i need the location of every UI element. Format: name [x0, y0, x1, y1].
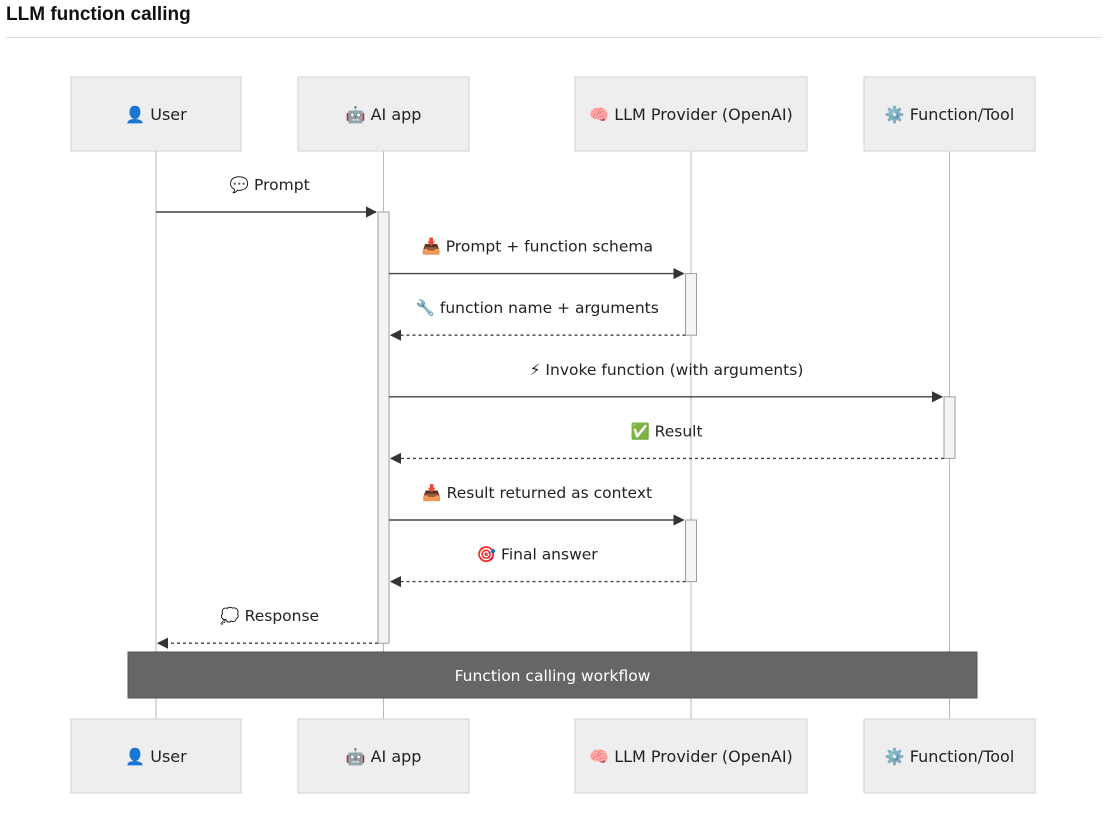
activation-app — [377, 211, 390, 644]
actor-label: 👤 User — [125, 747, 187, 766]
message-7: 🎯 Final answer — [389, 546, 686, 588]
actor-label: ⚙️ Function/Tool — [885, 747, 1015, 766]
message-label: 📥 Result returned as context — [422, 483, 652, 502]
actor-user-bottom: 👤 User — [70, 718, 242, 794]
message-label: 🔧 function name + arguments — [416, 298, 659, 317]
actor-user-top: 👤 User — [70, 76, 242, 152]
actor-box — [863, 76, 1036, 152]
actor-label: 🧠 LLM Provider (OpenAI) — [589, 105, 793, 124]
actor-label: ⚙️ Function/Tool — [885, 105, 1015, 124]
actor-label: 🤖 AI app — [346, 747, 422, 766]
actor-label: 🤖 AI app — [346, 105, 422, 124]
message-label: ✅ Result — [630, 421, 702, 440]
actor-app-bottom: 🤖 AI app — [297, 718, 470, 794]
note-label: Function calling workflow — [455, 667, 651, 685]
message-4: ⚡ Invoke function (with arguments) — [389, 361, 944, 403]
actor-box — [863, 718, 1036, 794]
title-divider — [6, 37, 1102, 38]
workflow-note: Function calling workflow — [127, 651, 978, 699]
message-label: 🎯 Final answer — [477, 546, 598, 564]
message-label: 💭 Response — [220, 606, 319, 625]
actor-label: 👤 User — [125, 105, 187, 124]
message-label: 💬 Prompt — [230, 175, 310, 194]
actor-box — [574, 718, 808, 794]
message-6: 📥 Result returned as context — [389, 483, 685, 526]
actor-tool-bottom: ⚙️ Function/Tool — [863, 718, 1036, 794]
message-1: 💬 Prompt — [156, 175, 378, 218]
actor-app-top: 🤖 AI app — [297, 76, 470, 152]
actor-llm-bottom: 🧠 LLM Provider (OpenAI) — [574, 718, 808, 794]
message-3: 🔧 function name + arguments — [389, 298, 686, 341]
message-5: ✅ Result — [389, 421, 944, 464]
page-title: LLM function calling — [6, 4, 191, 25]
actor-tool-top: ⚙️ Function/Tool — [863, 76, 1036, 152]
actor-llm-top: 🧠 LLM Provider (OpenAI) — [574, 76, 808, 152]
activation-llm — [685, 519, 697, 583]
actor-label: 🧠 LLM Provider (OpenAI) — [589, 747, 793, 766]
message-2: 📥 Prompt + function schema — [389, 237, 685, 280]
actor-box — [70, 718, 242, 794]
activation-tool — [943, 396, 956, 459]
note-box — [127, 651, 978, 699]
actor-box — [297, 76, 470, 152]
actor-box — [574, 76, 808, 152]
message-label: ⚡ Invoke function (with arguments) — [530, 361, 804, 379]
message-8: 💭 Response — [156, 606, 378, 649]
actor-box — [70, 76, 242, 152]
actor-box — [297, 718, 470, 794]
activation-llm — [685, 273, 697, 336]
message-label: 📥 Prompt + function schema — [422, 237, 653, 256]
